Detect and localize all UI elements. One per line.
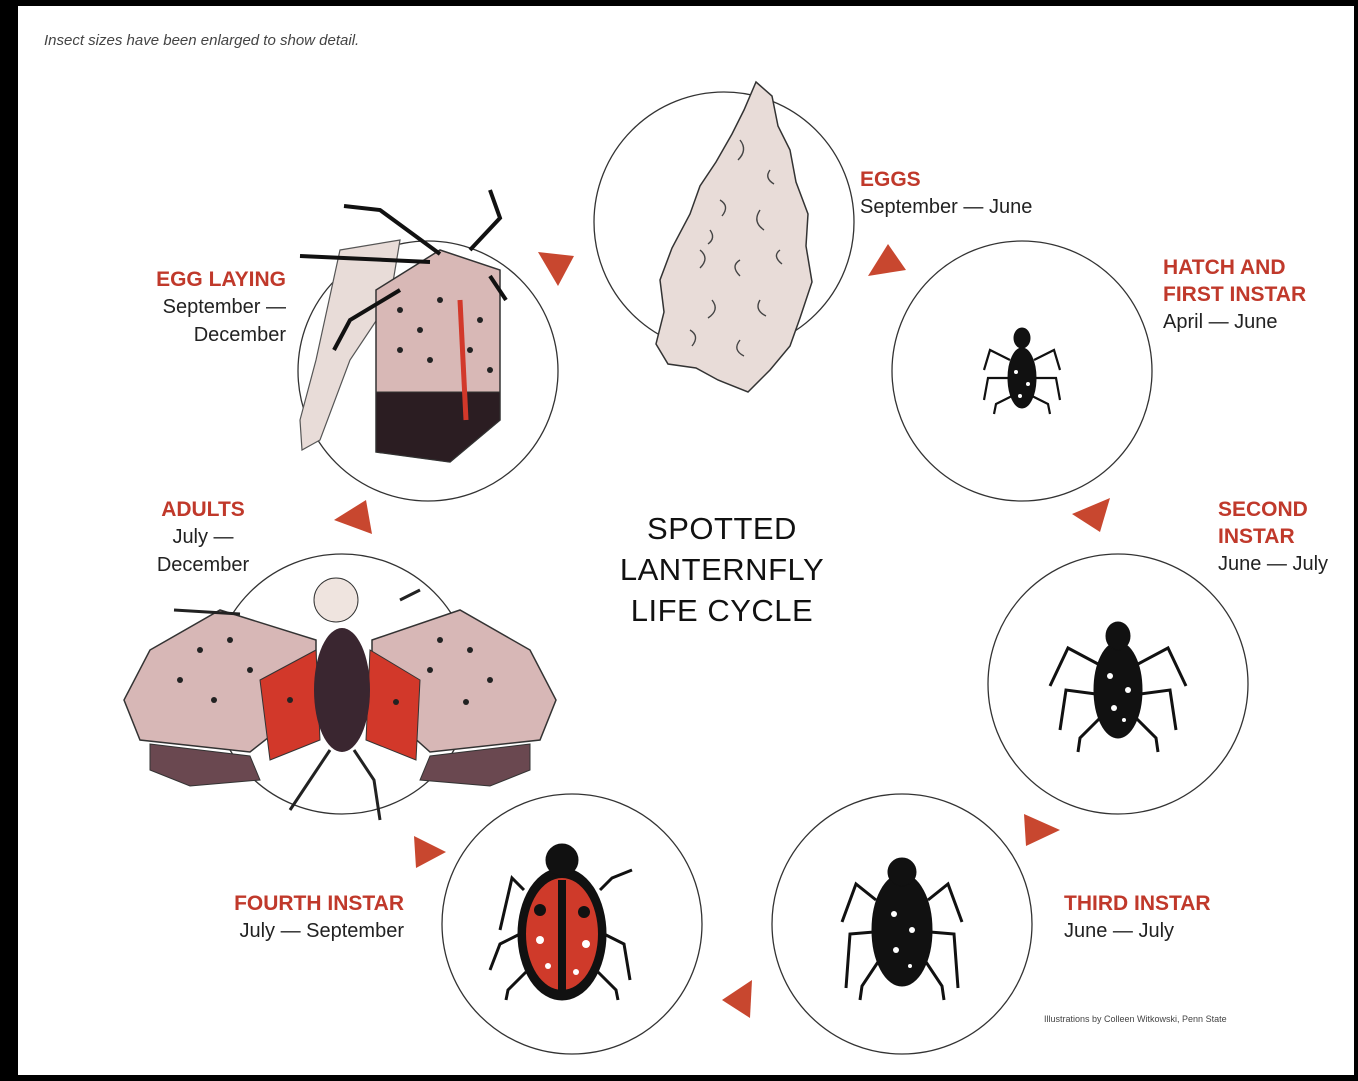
arrow-to-egg-laying bbox=[334, 500, 372, 534]
stage-dates: June — July bbox=[1218, 550, 1328, 578]
stage-name: EGG LAYING bbox=[120, 266, 286, 293]
title-line-2: LANTERNFLY bbox=[572, 549, 872, 590]
stage-dates: September — June bbox=[860, 193, 1032, 221]
fourth-instar-label: FOURTH INSTAR July — September bbox=[190, 890, 404, 945]
third-instar-label: THIRD INSTAR June — July bbox=[1064, 890, 1211, 945]
title-line-1: SPOTTED bbox=[572, 508, 872, 549]
stage-name: ADULTS bbox=[134, 496, 272, 523]
arrow-to-second-instar bbox=[1072, 498, 1110, 532]
stage-dates: December bbox=[120, 321, 286, 349]
arrow-to-third-instar bbox=[1024, 814, 1060, 846]
arrow-to-first-instar bbox=[868, 244, 906, 276]
illustration-credit: Illustrations by Colleen Witkowski, Penn… bbox=[1044, 1014, 1227, 1024]
stage-dates: September — bbox=[120, 293, 286, 321]
adults-label: ADULTS July — December bbox=[134, 496, 272, 579]
egg-laying-label: EGG LAYING September — December bbox=[120, 266, 286, 349]
stage-dates: December bbox=[134, 551, 272, 579]
eggs-label: EGGS September — June bbox=[860, 166, 1032, 221]
first-instar-label: HATCH AND FIRST INSTAR April — June bbox=[1163, 254, 1306, 336]
stage-name: HATCH AND bbox=[1163, 254, 1306, 281]
arrow-to-eggs bbox=[538, 252, 574, 286]
stage-dates: June — July bbox=[1064, 917, 1211, 945]
stage-name: SECOND bbox=[1218, 496, 1328, 523]
stage-dates: July — bbox=[134, 523, 272, 551]
title-line-3: LIFE CYCLE bbox=[572, 590, 872, 631]
stage-name: INSTAR bbox=[1218, 523, 1328, 550]
stage-dates: April — June bbox=[1163, 308, 1306, 336]
stage-name: FIRST INSTAR bbox=[1163, 281, 1306, 308]
note-text: Insect sizes have been enlarged to show … bbox=[44, 32, 359, 49]
second-instar-label: SECOND INSTAR June — July bbox=[1218, 496, 1328, 578]
arrow-to-adults bbox=[414, 836, 446, 868]
stage-name: THIRD INSTAR bbox=[1064, 890, 1211, 917]
diagram-title: SPOTTED LANTERNFLY LIFE CYCLE bbox=[572, 508, 872, 631]
stage-dates: July — September bbox=[190, 917, 404, 945]
stage-name: FOURTH INSTAR bbox=[190, 890, 404, 917]
arrow-to-fourth-instar bbox=[722, 980, 752, 1018]
stage-name: EGGS bbox=[860, 166, 1032, 193]
